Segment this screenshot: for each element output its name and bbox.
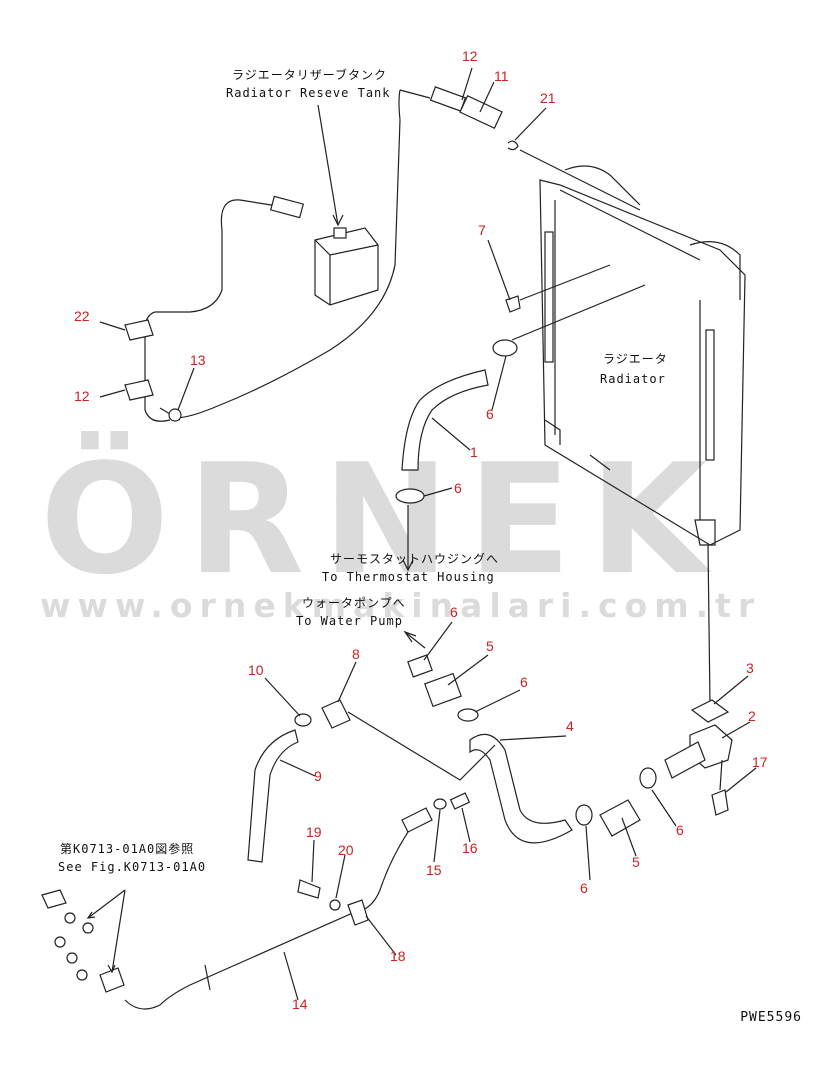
callout-13: 13 — [190, 352, 206, 368]
callout-6: 6 — [454, 480, 462, 496]
callout-9: 9 — [314, 768, 322, 784]
callout-18: 18 — [390, 948, 406, 964]
callout-20: 20 — [338, 842, 354, 858]
callout-12: 12 — [462, 48, 478, 64]
reserve-tank-drawing — [314, 104, 379, 306]
callout-6: 6 — [676, 822, 684, 838]
callout-11: 11 — [494, 68, 509, 84]
thermostat-caption-en: To Thermostat Housing — [322, 570, 495, 584]
water-pump-caption-jp: ウォータポンプへ — [302, 596, 406, 610]
callout-10: 10 — [248, 662, 264, 678]
radiator-drawing — [539, 165, 746, 546]
callout-6: 6 — [486, 406, 494, 422]
callout-5: 5 — [486, 638, 494, 654]
callout-2: 2 — [748, 708, 756, 724]
watermark-url: www.ornekmakinalari.com.tr — [40, 586, 762, 625]
callout-16: 16 — [462, 840, 478, 856]
callout-12: 12 — [74, 388, 90, 404]
see-fig-caption-en: See Fig.K0713-01A0 — [58, 860, 207, 874]
leader-lines — [99, 67, 757, 1001]
watermark-brand: ÖRNEK — [40, 431, 726, 608]
callout-19: 19 — [306, 824, 322, 840]
callout-6: 6 — [520, 674, 528, 690]
callout-14: 14 — [292, 996, 308, 1012]
callout-22: 22 — [74, 308, 90, 324]
callout-6: 6 — [450, 604, 458, 620]
callout-3: 3 — [746, 660, 754, 676]
reserve-tank-caption-jp: ラジエータリザーブタンク — [232, 68, 388, 82]
drawing-id: PWE5596 — [740, 1010, 802, 1025]
callout-21: 21 — [540, 90, 556, 106]
callout-7: 7 — [478, 222, 486, 238]
callout-15: 15 — [426, 862, 442, 878]
callout-8: 8 — [352, 646, 360, 662]
callout-6: 6 — [580, 880, 588, 896]
callout-1: 1 — [470, 444, 478, 460]
see-fig-caption-jp: 第K0713-01A0図参照 — [60, 842, 195, 856]
callout-4: 4 — [566, 718, 574, 734]
radiator-caption-en: Radiator — [600, 372, 666, 386]
callout-17: 17 — [752, 754, 768, 770]
callout-5: 5 — [632, 854, 640, 870]
reserve-tank-caption-en: Radiator Reseve Tank — [226, 86, 391, 100]
thermostat-caption-jp: サーモスタットハウジングへ — [330, 552, 500, 566]
radiator-caption-jp: ラジエータ — [603, 352, 668, 366]
water-pump-caption-en: To Water Pump — [296, 614, 403, 628]
